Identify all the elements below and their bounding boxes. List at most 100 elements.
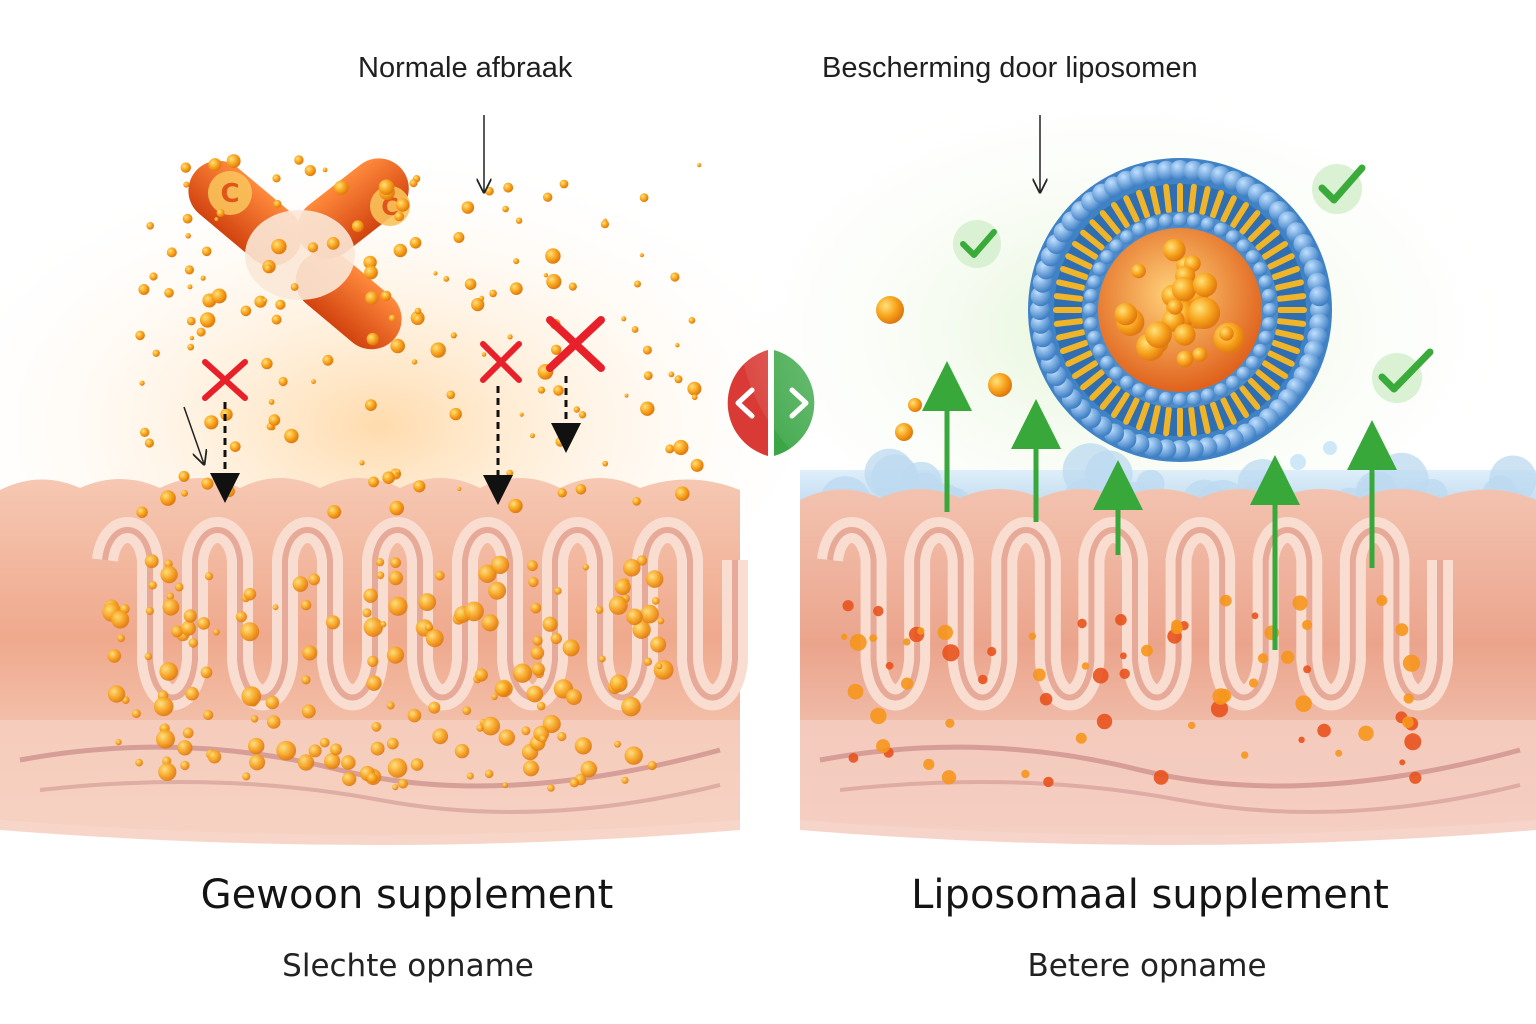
particle bbox=[188, 638, 199, 648]
particle bbox=[1335, 749, 1343, 757]
lipid-head bbox=[1084, 288, 1099, 303]
particle bbox=[248, 737, 265, 755]
lipid-head bbox=[1100, 355, 1115, 370]
particle bbox=[553, 385, 564, 396]
lipid-tail bbox=[1199, 404, 1211, 434]
particle bbox=[159, 662, 178, 681]
lipid-head bbox=[1309, 286, 1330, 307]
lipid-head bbox=[1109, 366, 1124, 381]
particle bbox=[265, 695, 280, 710]
x-mark-icon bbox=[546, 316, 605, 453]
particle bbox=[687, 381, 702, 396]
particle bbox=[262, 298, 268, 303]
particle bbox=[509, 282, 523, 295]
particle bbox=[398, 778, 408, 789]
particle bbox=[609, 674, 628, 693]
particle bbox=[204, 572, 214, 581]
lipid-head bbox=[1253, 262, 1268, 277]
particle bbox=[425, 629, 444, 648]
particle bbox=[885, 661, 894, 670]
particle bbox=[675, 486, 690, 501]
particle bbox=[386, 646, 405, 664]
particle bbox=[1402, 716, 1414, 728]
particle bbox=[301, 704, 316, 719]
particle bbox=[506, 469, 514, 477]
lipid-tail bbox=[1255, 369, 1280, 391]
particle bbox=[409, 179, 418, 188]
particle bbox=[461, 201, 475, 214]
particle bbox=[653, 660, 674, 680]
lipid-tail bbox=[1230, 202, 1249, 229]
particle bbox=[180, 162, 191, 173]
particle bbox=[602, 460, 609, 467]
particle bbox=[330, 743, 342, 756]
particle bbox=[697, 163, 702, 168]
right-subtitle: Betere opname bbox=[1027, 948, 1267, 984]
lipid-head bbox=[1258, 330, 1273, 345]
particle bbox=[531, 662, 545, 676]
capsule-vitamin-c: C C bbox=[188, 158, 410, 350]
particle bbox=[987, 646, 997, 657]
particle bbox=[181, 620, 196, 636]
particle bbox=[240, 622, 260, 642]
particle bbox=[382, 471, 395, 485]
particle bbox=[152, 349, 160, 357]
particle bbox=[200, 666, 213, 679]
particle bbox=[433, 271, 438, 276]
nutrient-particle bbox=[1192, 272, 1218, 297]
particle bbox=[624, 746, 643, 765]
lipid-tail bbox=[1261, 360, 1288, 379]
particle bbox=[530, 646, 545, 660]
particle bbox=[988, 373, 1012, 397]
lipid-head bbox=[1173, 213, 1187, 227]
particle bbox=[573, 406, 580, 413]
particle bbox=[268, 414, 281, 426]
particle bbox=[1404, 733, 1422, 751]
lipid-head bbox=[1132, 222, 1147, 237]
particle bbox=[462, 706, 472, 715]
particle bbox=[565, 689, 582, 705]
particle bbox=[185, 233, 191, 239]
particle bbox=[903, 638, 911, 646]
particle bbox=[559, 179, 569, 189]
left-subtitle: Slechte opname bbox=[282, 948, 534, 984]
right-absorbed-particles bbox=[841, 296, 1422, 788]
particle bbox=[464, 278, 477, 291]
particle bbox=[643, 657, 653, 666]
particle bbox=[213, 628, 220, 636]
nutrient-particle bbox=[1176, 350, 1194, 368]
particle bbox=[138, 284, 150, 295]
particle bbox=[187, 343, 195, 351]
particle bbox=[488, 581, 507, 600]
particle bbox=[326, 237, 340, 250]
particle bbox=[668, 371, 675, 378]
particle bbox=[322, 354, 334, 366]
particle bbox=[1028, 632, 1037, 640]
particle bbox=[1032, 668, 1046, 682]
particle bbox=[363, 617, 383, 637]
particle bbox=[201, 246, 212, 257]
lipid-tail bbox=[1239, 210, 1261, 235]
particle bbox=[690, 458, 704, 472]
particle bbox=[135, 758, 144, 767]
particle bbox=[640, 401, 655, 416]
particle bbox=[301, 675, 311, 685]
particle bbox=[1292, 595, 1308, 611]
particle bbox=[1021, 769, 1030, 779]
left-annotation: Normale afbraak bbox=[358, 52, 573, 84]
particle bbox=[160, 490, 176, 506]
lipid-head bbox=[1187, 391, 1202, 406]
particle bbox=[389, 500, 405, 516]
particle bbox=[156, 729, 175, 749]
particle bbox=[543, 273, 549, 278]
lipid-tail bbox=[1060, 340, 1089, 354]
nutrient-particle bbox=[1219, 326, 1234, 341]
lipid-head bbox=[1158, 391, 1173, 406]
particle bbox=[453, 232, 465, 243]
particle bbox=[503, 182, 514, 193]
particle bbox=[536, 701, 546, 711]
lipid-head bbox=[1225, 375, 1240, 390]
particle bbox=[1376, 595, 1388, 606]
particle bbox=[380, 290, 392, 301]
particle bbox=[307, 242, 319, 253]
